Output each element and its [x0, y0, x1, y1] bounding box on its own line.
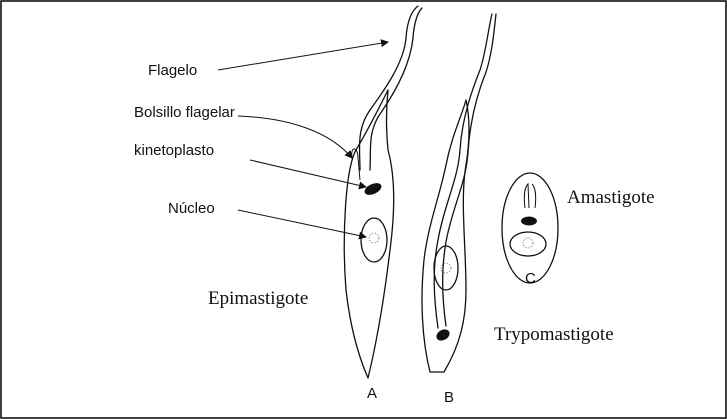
- bolsillo-pointer: [238, 116, 352, 158]
- epimastigote-kinetoplast: [363, 181, 384, 198]
- letter-b: B: [444, 389, 454, 406]
- trypomastigote-kinetoplast: [434, 327, 451, 343]
- letter-a: A: [367, 385, 377, 402]
- label-epimastigote: Epimastigote: [208, 288, 308, 309]
- label-bolsillo-flagelar: Bolsillo flagelar: [134, 104, 235, 121]
- label-nucleo: Núcleo: [168, 200, 215, 217]
- nucleo-pointer: [238, 210, 366, 237]
- amastigote-flagellum: [524, 184, 529, 208]
- trypomastigote-cell: [422, 14, 496, 372]
- letter-c: C: [525, 270, 536, 287]
- flagelo-pointer: [218, 42, 388, 70]
- epimastigote-cell: [344, 6, 422, 378]
- epimastigote-flagellar-pocket: [352, 149, 360, 180]
- amastigote-kinetoplast: [521, 217, 537, 226]
- epimastigote-nucleus: [361, 218, 387, 262]
- label-flagelo: Flagelo: [148, 62, 197, 79]
- amastigote-body: [502, 173, 558, 283]
- label-kinetoplasto: kinetoplasto: [134, 142, 214, 159]
- epimastigote-flagellum: [359, 6, 418, 170]
- trypomastigote-nucleus: [434, 246, 458, 290]
- amastigote-cell: [502, 173, 558, 283]
- label-trypomastigote: Trypomastigote: [494, 324, 614, 345]
- label-amastigote: Amastigote: [567, 187, 655, 208]
- amastigote-nucleus: [510, 232, 546, 256]
